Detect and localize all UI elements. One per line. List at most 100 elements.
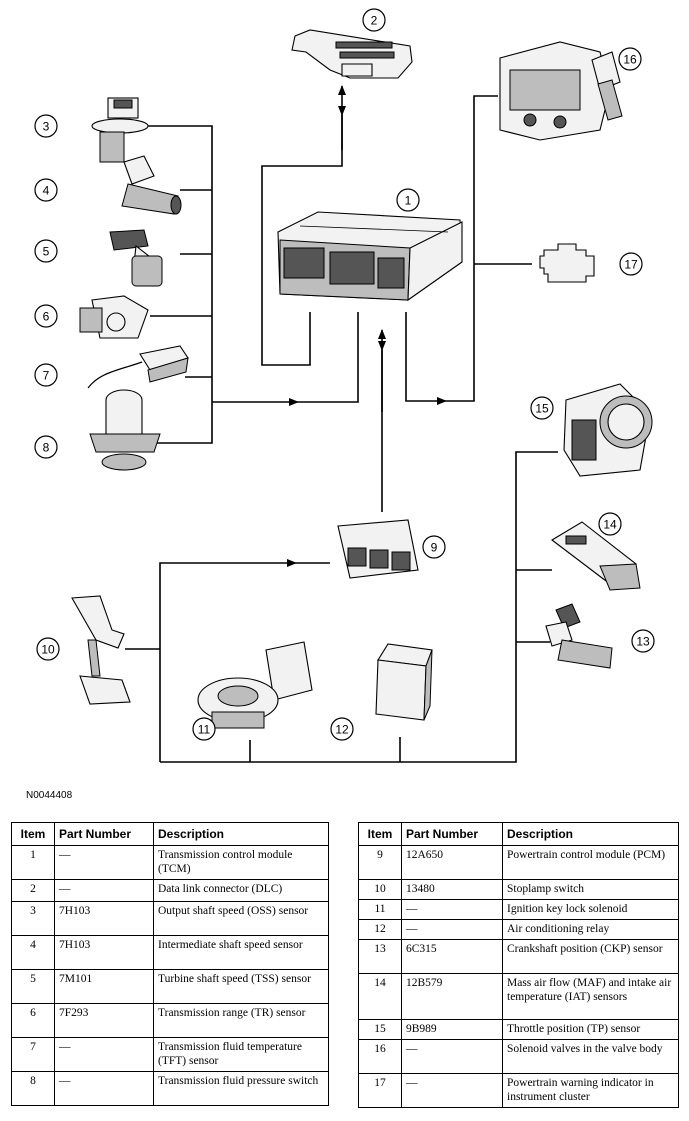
item-cell: 3 (11, 901, 55, 936)
item-cell: 10 (358, 879, 402, 900)
ckp-sensor (545, 603, 613, 669)
callout-17: 17 (619, 252, 643, 276)
callout-16: 16 (618, 47, 642, 71)
header-item: Item (358, 822, 402, 846)
callout-number: 8 (43, 441, 50, 455)
item-cell: 2 (11, 879, 55, 902)
parts-table-left: Item Part Number Description 1—Transmiss… (11, 822, 329, 1106)
wiring (125, 85, 558, 763)
description-cell: Transmission fluid temperature (TFT) sen… (153, 1037, 329, 1072)
data-link-connector (291, 29, 413, 79)
part-number-cell: — (54, 845, 154, 880)
part-number-cell: 7M101 (54, 969, 154, 1004)
part-number-cell: 13480 (401, 879, 503, 900)
turbine-shaft-speed-sensor (109, 229, 163, 287)
callout-number: 5 (43, 245, 50, 259)
part-number-cell: — (54, 1071, 154, 1106)
part-number-cell: 7H103 (54, 935, 154, 970)
callout-7: 7 (34, 363, 58, 387)
callout-5: 5 (34, 239, 58, 263)
stoplamp-switch (71, 595, 131, 705)
item-cell: 14 (358, 973, 402, 1020)
table-row: 2—Data link connector (DLC) (11, 879, 329, 902)
part-number-cell: 7F293 (54, 1003, 154, 1038)
part-number-cell: 9B989 (401, 1019, 503, 1040)
description-cell: Air conditioning relay (502, 919, 679, 940)
throttle-body (563, 383, 653, 477)
description-cell: Solenoid valves in the valve body (502, 1039, 679, 1074)
tft-sensor (87, 345, 189, 389)
part-number-cell: 6C315 (401, 939, 503, 974)
callout-13: 13 (631, 629, 655, 653)
callout-6: 6 (34, 304, 58, 328)
callout-number: 13 (636, 635, 650, 649)
header-description: Description (502, 822, 679, 846)
table-row: 17—Powertrain warning indicator in instr… (358, 1073, 679, 1108)
item-cell: 4 (11, 935, 55, 970)
description-cell: Output shaft speed (OSS) sensor (153, 901, 329, 936)
callout-number: 16 (623, 53, 637, 67)
table-row: 7—Transmission fluid temperature (TFT) s… (11, 1037, 329, 1072)
description-cell: Transmission range (TR) sensor (153, 1003, 329, 1038)
item-cell: 9 (358, 845, 402, 880)
valve-body (499, 41, 623, 141)
pressure-switch (89, 389, 161, 471)
callout-number: 7 (43, 369, 50, 383)
callout-number: 2 (371, 14, 378, 28)
callout-11: 11 (192, 717, 216, 741)
header-description: Description (153, 822, 329, 846)
callout-number: 14 (603, 518, 617, 532)
item-cell: 8 (11, 1071, 55, 1106)
tcm-module (277, 211, 463, 302)
table-row: 12—Air conditioning relay (358, 919, 679, 940)
part-number-cell: 7H103 (54, 901, 154, 936)
callout-number: 4 (43, 184, 50, 198)
callout-9: 9 (422, 535, 446, 559)
description-cell: Powertrain warning indicator in instrume… (502, 1073, 679, 1108)
description-cell: Intermediate shaft speed sensor (153, 935, 329, 970)
description-cell: Stoplamp switch (502, 879, 679, 900)
maf-sensor (551, 521, 641, 591)
engine-warning-icon (539, 243, 595, 283)
header-part-number: Part Number (54, 822, 154, 846)
ac-relay (375, 643, 433, 721)
item-cell: 5 (11, 969, 55, 1004)
item-cell: 7 (11, 1037, 55, 1072)
header-part-number: Part Number (401, 822, 503, 846)
item-cell: 12 (358, 919, 402, 940)
description-cell: Data link connector (DLC) (153, 879, 329, 902)
header-item: Item (11, 822, 55, 846)
item-cell: 16 (358, 1039, 402, 1074)
part-number-cell: — (401, 899, 503, 920)
callout-10: 10 (36, 637, 60, 661)
table-row: 1—Transmission control module (TCM) (11, 845, 329, 880)
pcm-module (337, 519, 419, 579)
intermediate-shaft-speed-sensor (121, 155, 182, 215)
item-cell: 17 (358, 1073, 402, 1108)
callout-number: 17 (624, 258, 638, 272)
callout-4: 4 (34, 178, 58, 202)
description-cell: Ignition key lock solenoid (502, 899, 679, 920)
table-row: 16—Solenoid valves in the valve body (358, 1039, 679, 1074)
callout-15: 15 (530, 396, 554, 420)
description-cell: Transmission fluid pressure switch (153, 1071, 329, 1106)
oss-sensor (91, 97, 149, 163)
callout-12: 12 (330, 717, 354, 741)
part-number-cell: — (54, 879, 154, 902)
callout-number: 11 (198, 723, 211, 737)
description-cell: Turbine shaft speed (TSS) sensor (153, 969, 329, 1004)
part-number-cell: — (401, 919, 503, 940)
part-number-cell: — (401, 1073, 503, 1108)
figure-id: N0044408 (26, 790, 73, 801)
part-number-cell: 12A650 (401, 845, 503, 880)
